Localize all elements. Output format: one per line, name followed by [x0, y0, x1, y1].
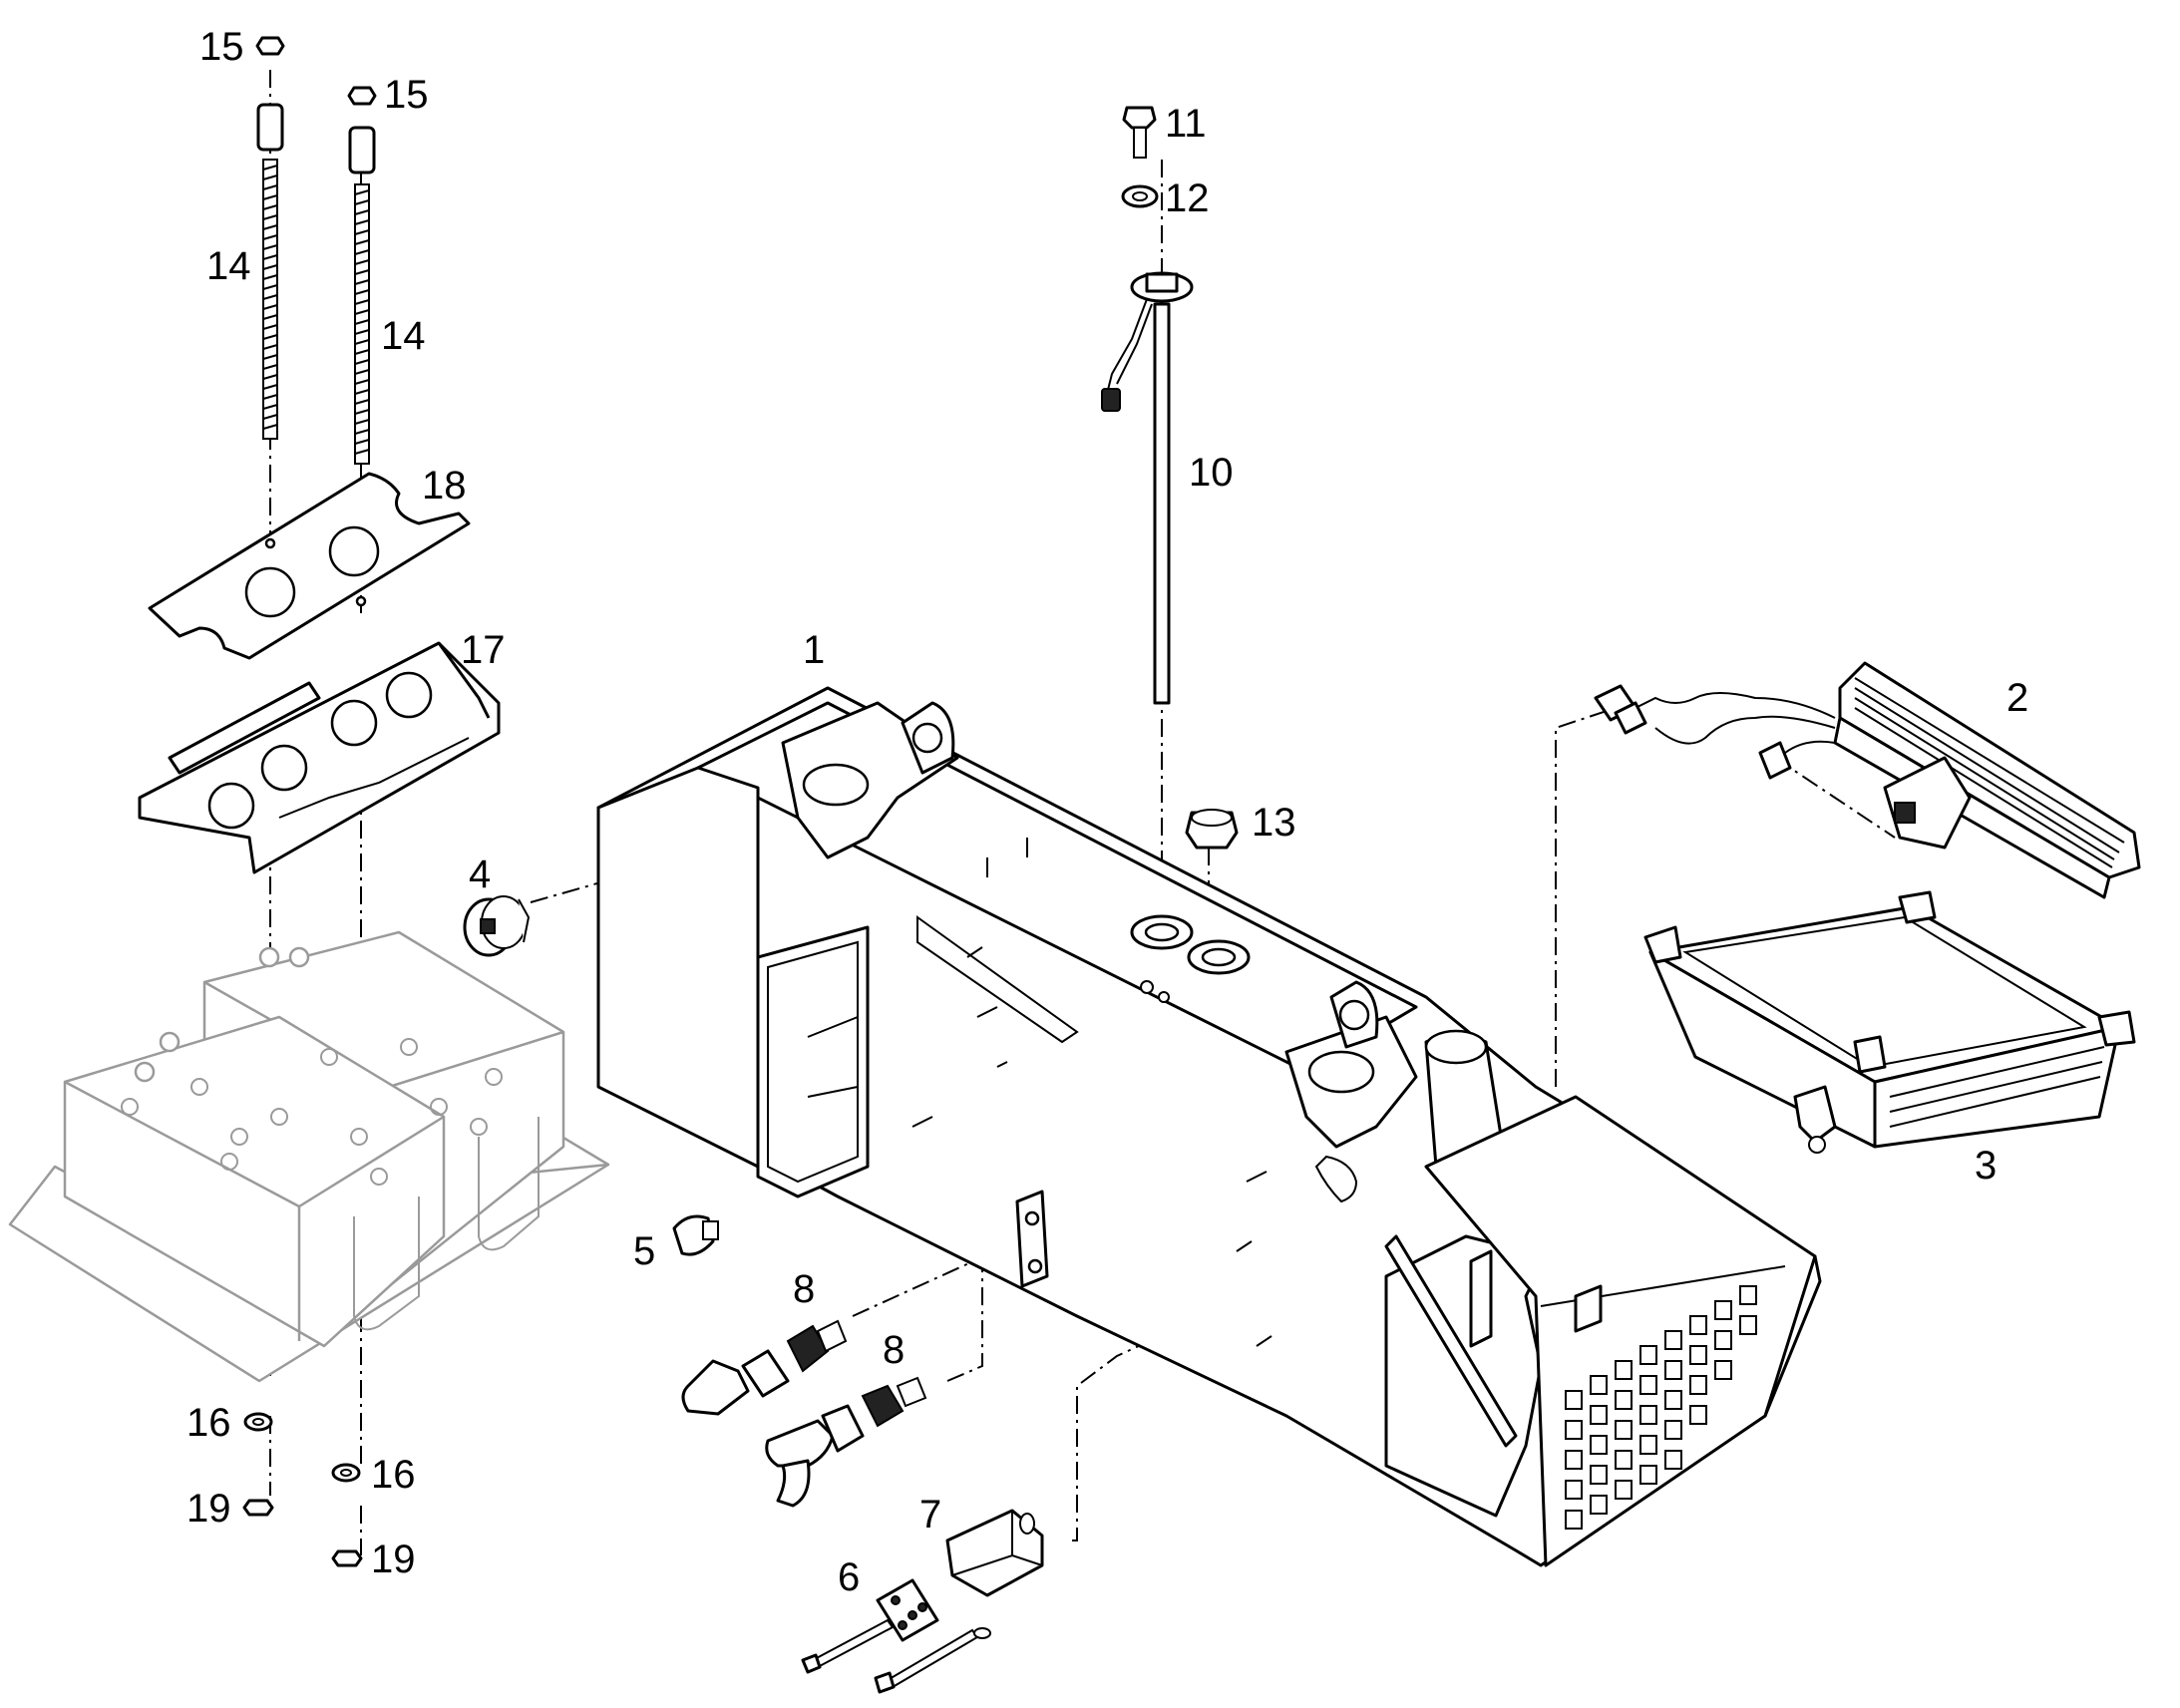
callout-8-lower: 8: [883, 1328, 905, 1372]
fuel-sender-10: [1101, 271, 1194, 705]
callout-19-left: 19: [186, 1487, 231, 1531]
mounting-bar: [1015, 1190, 1049, 1288]
clamp-6: [801, 1578, 991, 1694]
callout-13: 13: [1252, 801, 1296, 845]
bracket-17: [138, 641, 501, 874]
callout-18: 18: [422, 464, 467, 508]
rod-14-right: [347, 86, 377, 465]
fitting-8-upper: [681, 1319, 848, 1416]
callout-labels: 1 2 3 4 5 6 7 8 8 10 11 12 13 14 14 15 1…: [186, 25, 2028, 1599]
callout-17: 17: [461, 628, 506, 672]
rod-14-left: [255, 36, 285, 440]
callout-16-right: 16: [371, 1453, 416, 1497]
washer-16-right: [331, 1463, 361, 1483]
callout-15-right: 15: [384, 73, 429, 117]
washer-16-left: [243, 1412, 273, 1432]
callout-3: 3: [1975, 1144, 1997, 1188]
fitting-8-lower: [765, 1376, 927, 1508]
callout-11: 11: [1165, 102, 1207, 146]
callout-16-left: 16: [186, 1401, 231, 1445]
callout-14-left: 14: [206, 244, 251, 288]
callout-1: 1: [803, 628, 825, 672]
plug-13: [1185, 809, 1239, 850]
callout-4: 4: [469, 853, 491, 896]
cooler-3: [1643, 890, 2136, 1154]
callout-19-right: 19: [371, 1537, 416, 1581]
washer-12: [1121, 184, 1159, 208]
nut-19-right: [331, 1549, 363, 1567]
plug-5: [672, 1214, 719, 1256]
callout-14-right: 14: [381, 314, 426, 358]
battery-tray-ghost: [8, 930, 610, 1383]
nut-19-left: [242, 1499, 274, 1517]
callout-10: 10: [1189, 451, 1234, 495]
callout-5: 5: [633, 1229, 655, 1273]
heater-assembly-2: [1594, 661, 2141, 899]
callout-12: 12: [1165, 176, 1210, 220]
callout-6: 6: [838, 1555, 860, 1599]
callout-7: 7: [919, 1493, 941, 1537]
callout-2: 2: [2006, 676, 2028, 720]
callout-8-upper: 8: [793, 1267, 815, 1311]
callout-15-left: 15: [199, 25, 244, 69]
main-frame-1: [596, 686, 1822, 1567]
gasket-18: [148, 472, 471, 660]
bolt-11: [1122, 106, 1157, 159]
block-7: [945, 1509, 1044, 1597]
plug-4: [463, 895, 531, 957]
